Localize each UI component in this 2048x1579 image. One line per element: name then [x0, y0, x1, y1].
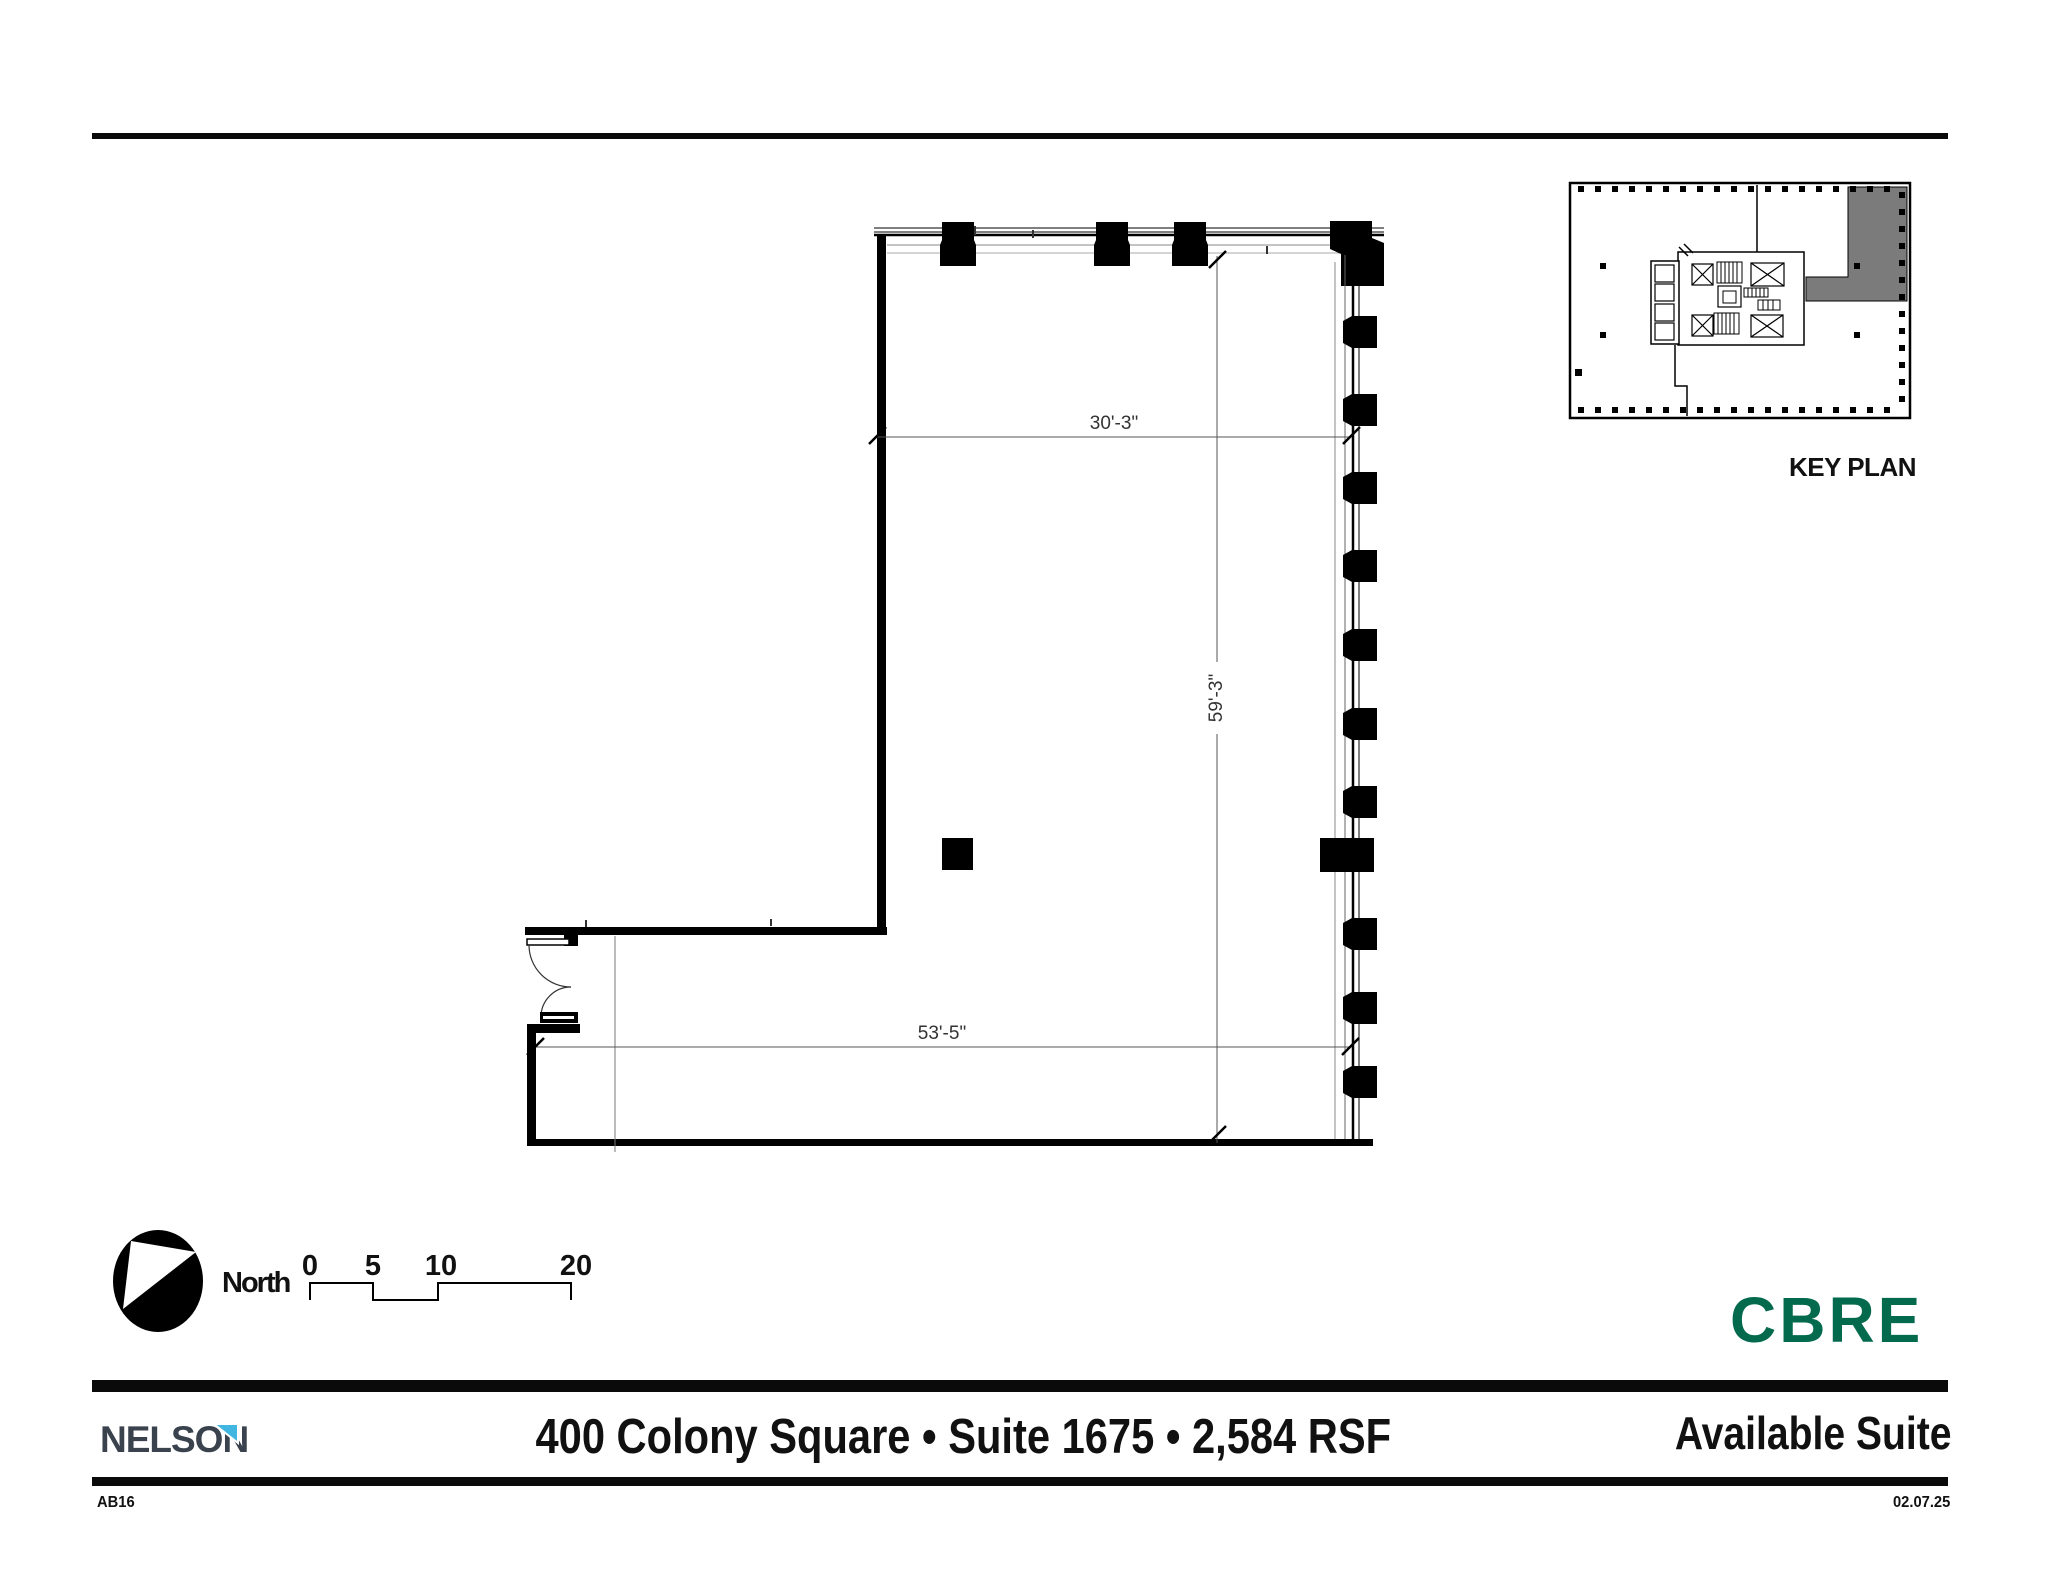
- page-title-text: 400 Colony Square • Suite 1675 • 2,584 R…: [535, 1410, 1392, 1464]
- date-stamp: 02.07.25: [1892, 1494, 1950, 1511]
- scale-tick-5: 5: [365, 1250, 381, 1282]
- available-suite-text: Available Suite: [1675, 1407, 1952, 1459]
- north-label: North: [222, 1267, 290, 1299]
- entry-walls: [525, 919, 887, 1146]
- south-wall: [527, 1139, 1373, 1146]
- corner-column: [1330, 221, 1384, 286]
- interior-column: [942, 838, 973, 870]
- key-plan-core: [1650, 243, 1805, 346]
- scale-tick-0: 0: [302, 1250, 318, 1282]
- nelson-logo: NELSON: [100, 1419, 249, 1460]
- floor-plan: 30'-3" 59'-3" 53'-5": [525, 221, 1384, 1152]
- footer-rule-thick: [92, 1380, 1948, 1392]
- key-plan-suite-highlight: [1805, 186, 1908, 302]
- east-column: [1320, 838, 1374, 872]
- scale-bar: 0 5 10 20: [302, 1250, 592, 1301]
- key-plan-label: KEY PLAN: [1789, 452, 1916, 482]
- sheet-code: AB16: [97, 1494, 135, 1511]
- dimensions: 30'-3" 59'-3" 53'-5": [526, 250, 1361, 1152]
- dim-bottom-label: 53'-5": [918, 1023, 966, 1044]
- door-jamb: [564, 935, 578, 946]
- scale-tick-20: 20: [560, 1250, 592, 1282]
- door-swing-upper: [528, 944, 572, 988]
- footer-rule-thin: [92, 1477, 1948, 1486]
- scale-tick-10: 10: [425, 1250, 457, 1282]
- door-leaf-upper: [526, 938, 570, 946]
- top-rule: [92, 133, 1948, 139]
- east-curtain-wall: [1320, 253, 1377, 1139]
- cbre-logo: CBRE: [1730, 1284, 1923, 1356]
- nelson-logo-accent-triangle: [211, 1423, 239, 1446]
- dim-top-label: 30'-3": [1090, 413, 1138, 434]
- north-curtain-wall: [874, 221, 1384, 286]
- west-wall: [877, 235, 886, 935]
- north-arrow-icon: [113, 1230, 203, 1332]
- available-suite-label: Available Suite: [1626, 1407, 1952, 1459]
- page-title: 400 Colony Square • Suite 1675 • 2,584 R…: [460, 1411, 1391, 1463]
- key-plan: KEY PLAN: [1568, 181, 1917, 482]
- dim-right-label: 59'-3": [1206, 674, 1227, 722]
